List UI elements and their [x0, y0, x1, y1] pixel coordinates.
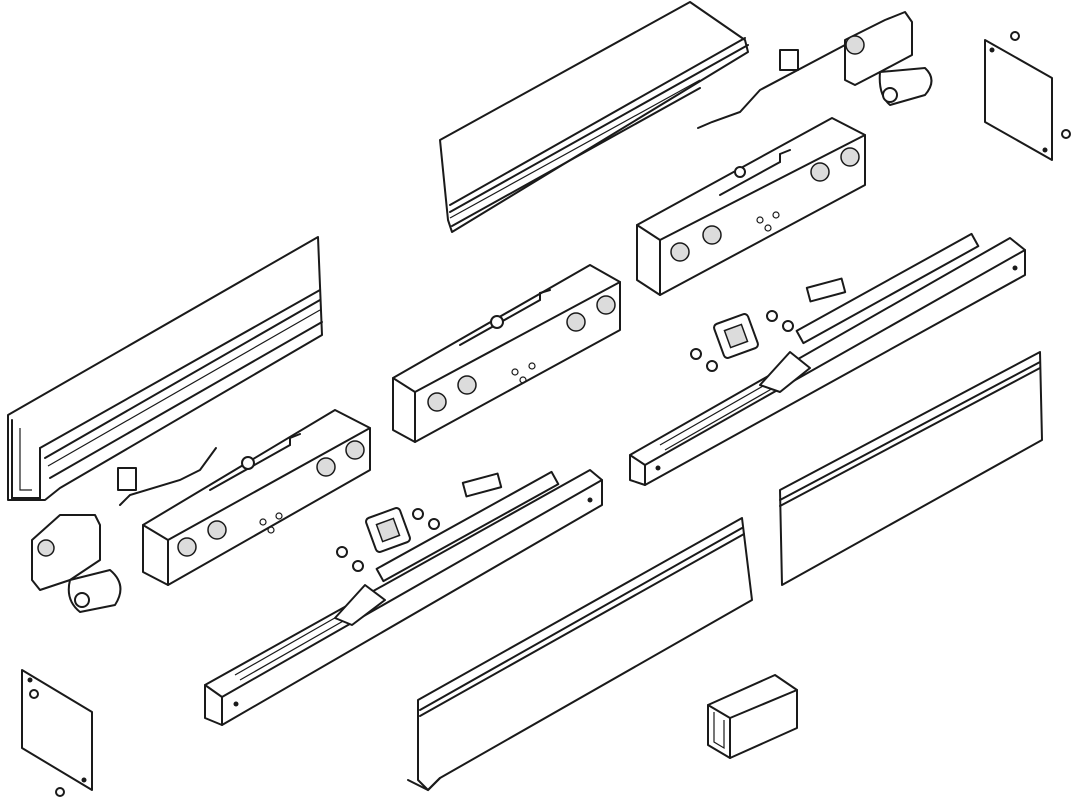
top-profile-rail [439, 1, 749, 233]
hanger-bracket-left [31, 447, 217, 613]
screw-icon [29, 689, 65, 797]
stopper-pad [461, 472, 503, 498]
u-channel-connector [707, 674, 798, 759]
roller-carriage-top [636, 117, 866, 296]
screw-icon [1010, 31, 1071, 139]
end-cover-plate-bottom-left [21, 669, 93, 791]
end-cover-plate-top-right [984, 39, 1053, 161]
soft-close-damper-right [629, 232, 1026, 486]
glass-clamp-profile-right [779, 351, 1043, 586]
hanger-bracket-top [697, 11, 933, 129]
glass-clamp-profile-bottom [407, 517, 753, 792]
soft-close-damper-left [204, 469, 603, 726]
catch-clip-left [336, 507, 440, 572]
left-profile-rail [7, 236, 323, 501]
roller-carriage-middle [392, 264, 621, 443]
catch-clip-right [690, 310, 794, 372]
stopper-pad [805, 277, 847, 303]
roller-carriage-left [142, 409, 371, 586]
